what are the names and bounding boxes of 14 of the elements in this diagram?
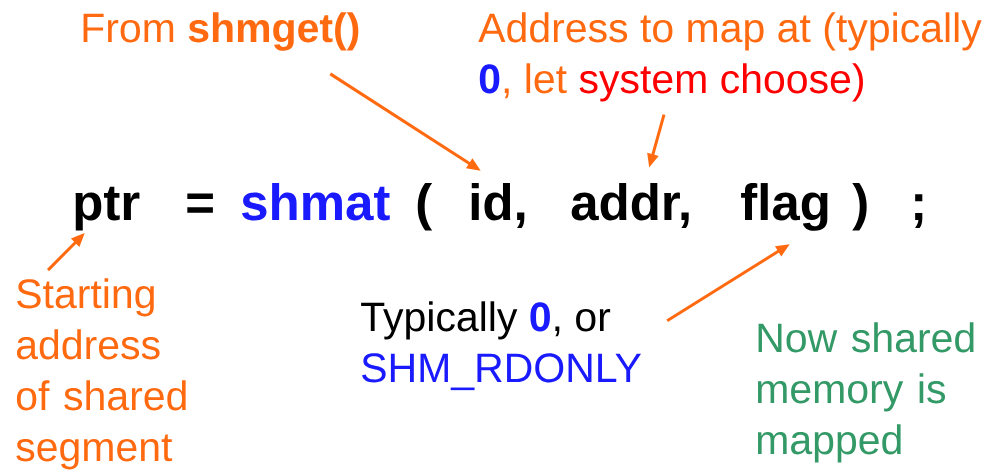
annotation-text: From shmget() <box>83 12 359 51</box>
code-token: ptr <box>75 186 140 231</box>
code-token: shmat <box>242 183 390 221</box>
annotation-text: Typically 0, or SHM_RDONLY <box>361 301 641 391</box>
code-token: ; <box>915 194 923 228</box>
code-token: = <box>187 193 213 213</box>
code-token: ) <box>852 183 867 231</box>
note-text: Now shared memory is mapped <box>757 322 974 463</box>
annotation-text: Address to map at (typically 0, let system choose) <box>478 12 982 102</box>
code-token: ( <box>417 183 433 231</box>
code-token: flag <box>741 183 828 231</box>
code-token: id, <box>471 183 525 228</box>
code-token: addr, <box>571 183 689 228</box>
annotation-text: Starting address of shared segment <box>16 278 186 470</box>
